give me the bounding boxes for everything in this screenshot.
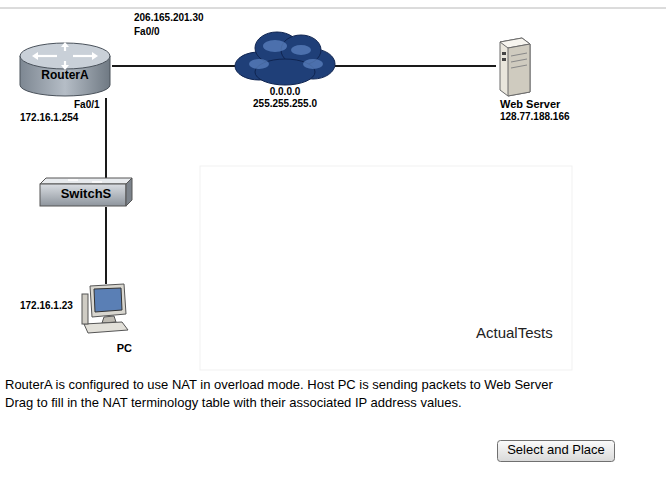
top-rule	[0, 8, 666, 9]
web-server-text: Web Server	[500, 98, 588, 111]
interface-name: Fa0/0	[134, 26, 160, 37]
interface-name: Fa0/1	[74, 99, 100, 110]
network-link	[105, 98, 107, 178]
ip-address: 172.16.1.254	[20, 112, 78, 123]
pc-icon-text: PC	[80, 342, 132, 355]
switch-box-text: SwitchS	[40, 187, 132, 202]
select-button-text: Select and Place	[497, 443, 615, 458]
select-button: Select and Place	[497, 440, 615, 462]
instruction-text: RouterA is configured to use NAT in over…	[5, 377, 553, 392]
ip-address: 206.165.201.30	[134, 12, 204, 23]
internet-cloud-text: 0.0.0.0	[235, 86, 335, 98]
watermark: ActualTests	[476, 324, 553, 341]
internet-cloud: 0.0.0.0255.255.255.0	[235, 28, 335, 114]
router-icon-text: RouterA	[18, 69, 112, 83]
web-server-text: 128.77.188.166	[500, 111, 588, 123]
network-link	[335, 65, 496, 67]
ip-address: 172.16.1.23	[20, 300, 73, 311]
web-server: Web Server128.77.188.166	[496, 36, 588, 125]
network-link	[105, 207, 107, 284]
internet-cloud-text: 255.255.255.0	[235, 98, 335, 110]
instruction-text: Drag to fill in the NAT terminology tabl…	[5, 395, 462, 410]
blank-panel	[200, 166, 572, 370]
pc-icon: PC	[80, 284, 132, 358]
router-icon: RouterA	[18, 40, 112, 98]
switch-box: SwitchS	[40, 178, 132, 207]
network-link	[112, 65, 235, 67]
